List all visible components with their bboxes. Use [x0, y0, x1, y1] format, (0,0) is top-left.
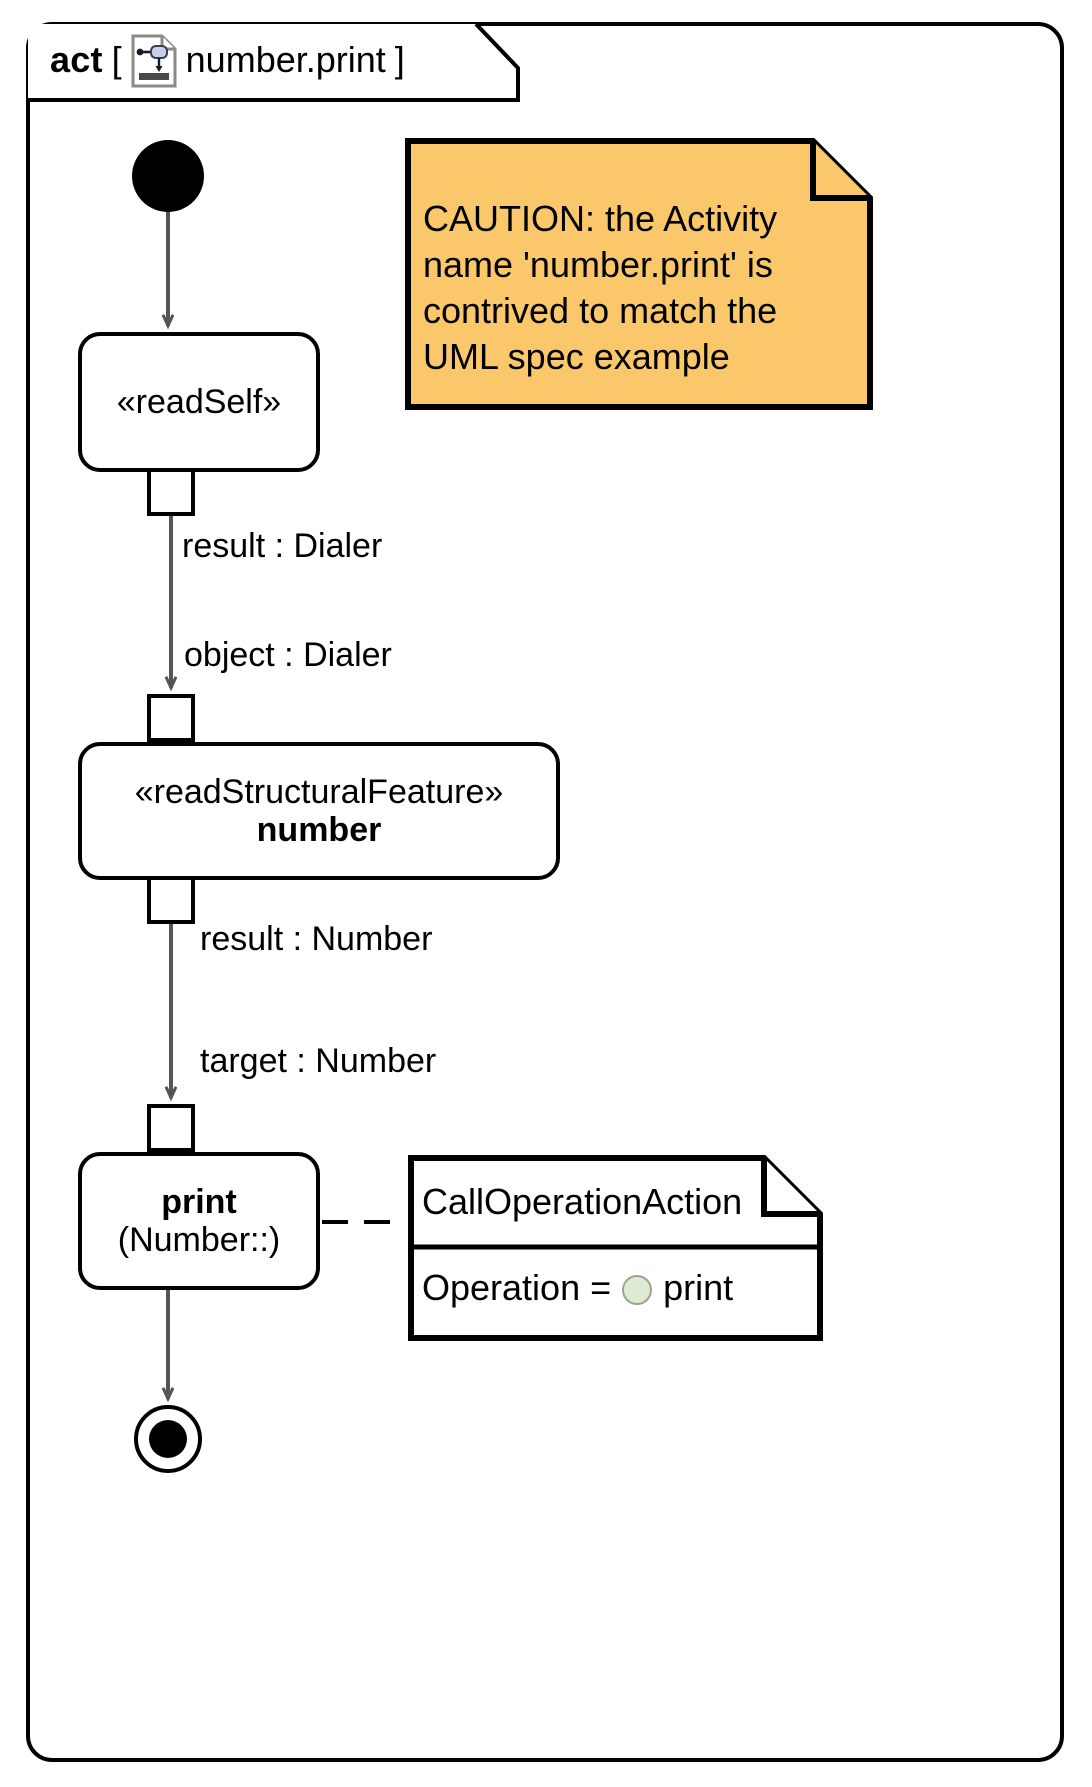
- activity-frame-title: act [ number.print ]: [26, 22, 520, 104]
- caution-note[interactable]: CAUTION: the Activity name 'number.print…: [405, 138, 873, 410]
- coa-operation-label: Operation =: [422, 1267, 612, 1308]
- coa-note-shape: [408, 1155, 823, 1341]
- frame-title-name: number.print: [185, 39, 386, 80]
- activity-document-icon: [131, 34, 177, 88]
- edge-label-result-dialer: result : Dialer: [182, 527, 383, 565]
- output-pin-readself-result[interactable]: [147, 468, 195, 516]
- action-print-name: print: [161, 1182, 237, 1221]
- coa-operation-value: print: [663, 1267, 734, 1308]
- caution-note-shape: [405, 138, 873, 410]
- frame-bracket-close: ]: [394, 39, 405, 80]
- action-readself-stereotype: «readSelf»: [116, 382, 282, 421]
- initial-node[interactable]: [132, 140, 204, 212]
- action-read-structural-feature[interactable]: «readStructuralFeature» number: [78, 742, 560, 880]
- coa-note-operation-row: Operation = print: [422, 1253, 733, 1323]
- operation-circle-icon: [622, 1275, 653, 1305]
- input-pin-readsf-object[interactable]: [147, 694, 195, 742]
- call-operation-action-note[interactable]: CallOperationAction Operation = print: [408, 1155, 823, 1341]
- edge-label-object-dialer: object : Dialer: [184, 636, 392, 674]
- frame-keyword: act: [50, 39, 103, 80]
- output-pin-readsf-result[interactable]: [147, 876, 195, 924]
- frame-title-content: act [ number.print ]: [50, 22, 405, 98]
- action-print-subname: (Number::): [117, 1221, 281, 1259]
- activity-final-node[interactable]: [134, 1405, 202, 1473]
- edge-label-target-number: target : Number: [200, 1042, 437, 1080]
- action-readsf-stereotype: «readStructuralFeature»: [134, 772, 504, 811]
- activity-frame-border: [26, 22, 1064, 1762]
- caution-note-text: CAUTION: the Activity name 'number.print…: [423, 198, 778, 378]
- action-readself[interactable]: «readSelf»: [78, 332, 320, 472]
- action-readsf-name: number: [256, 811, 382, 849]
- frame-bracket-open: [: [111, 39, 122, 80]
- edge-label-result-number: result : Number: [200, 920, 433, 958]
- coa-note-title: CallOperationAction: [422, 1181, 743, 1222]
- input-pin-print-target[interactable]: [147, 1104, 195, 1152]
- action-print[interactable]: print (Number::): [78, 1152, 320, 1290]
